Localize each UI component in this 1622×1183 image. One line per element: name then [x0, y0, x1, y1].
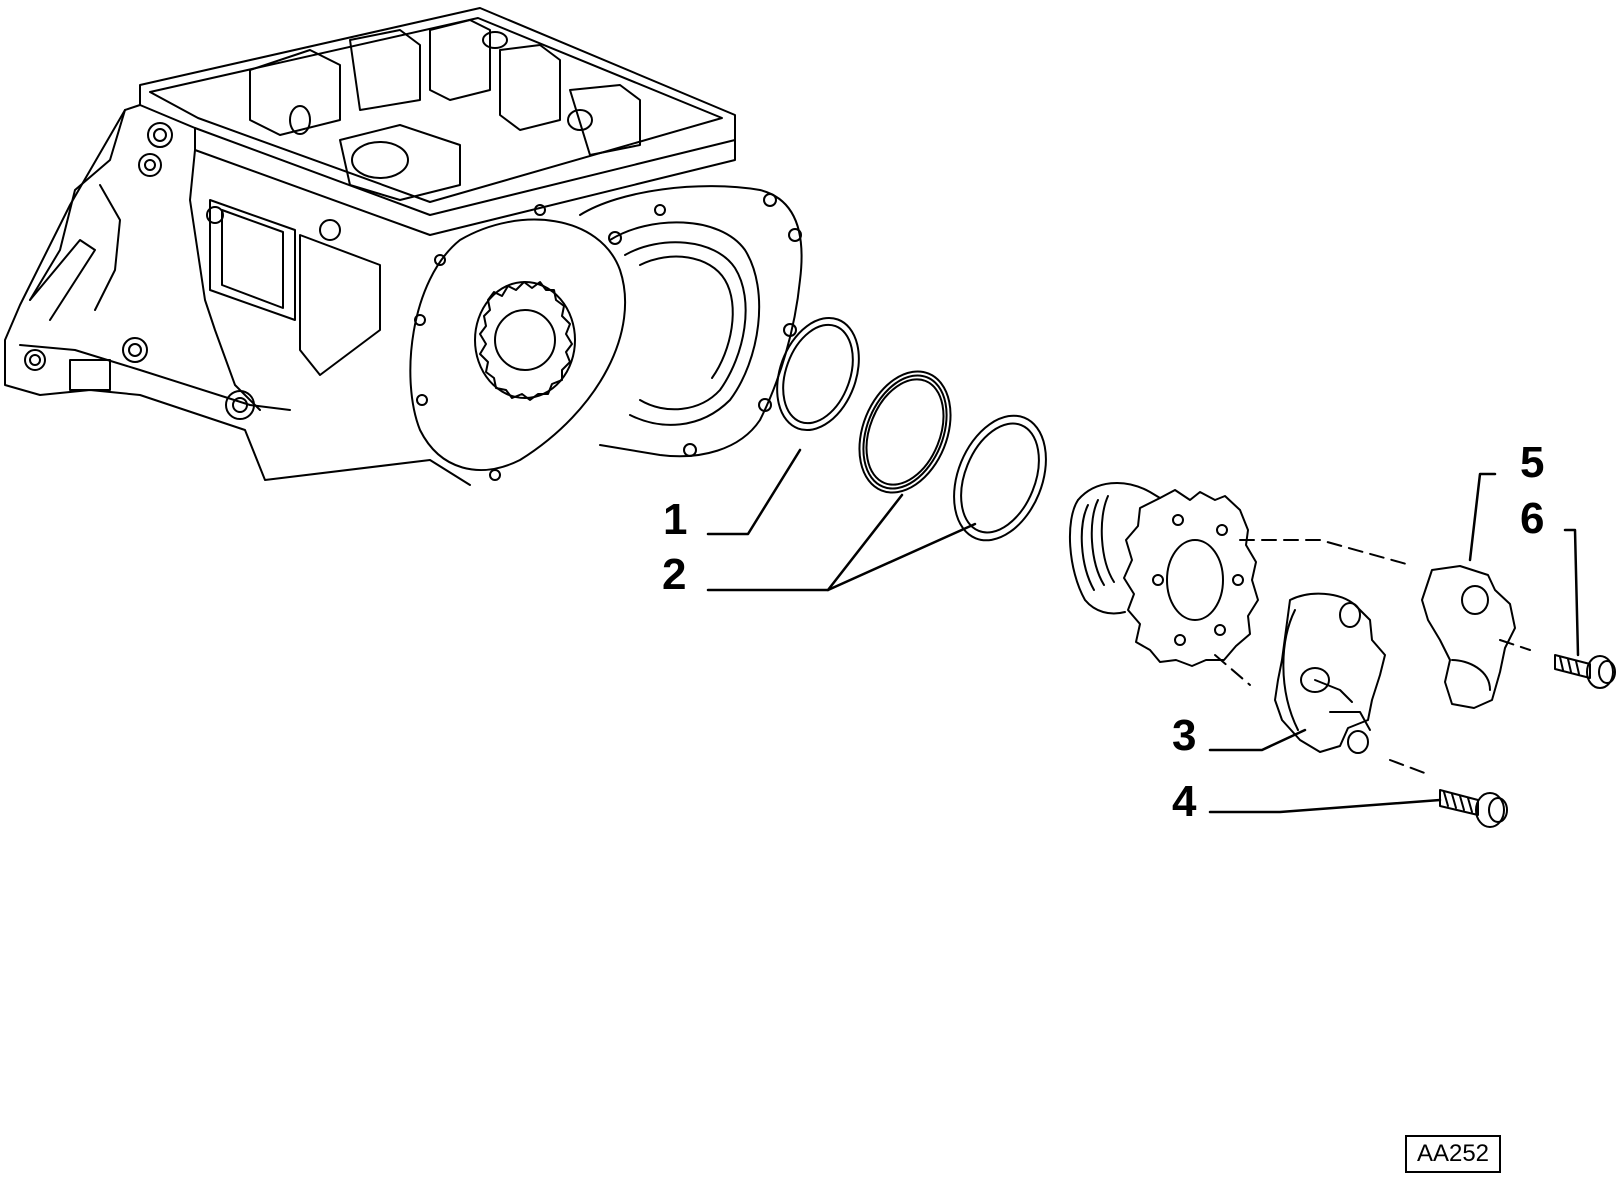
leader-lines	[706, 448, 1580, 814]
part-3-bearing-cap	[1274, 592, 1431, 776]
leader-2a	[706, 493, 904, 592]
leader-1	[706, 448, 802, 536]
part-5-bearing-cap	[1421, 565, 1531, 709]
callout-6: 6	[1520, 494, 1545, 543]
callout-1: 1	[663, 495, 688, 544]
part-4-bolt	[1439, 789, 1508, 828]
callout-5: 5	[1520, 438, 1545, 487]
callout-3: 3	[1172, 711, 1197, 760]
gearbox-housing	[4, 7, 803, 486]
part-1-o-ring	[776, 316, 860, 432]
leader-2b	[826, 522, 977, 592]
leader-3	[1208, 728, 1307, 752]
part-6-bolt	[1554, 654, 1616, 689]
differential-hub	[1069, 482, 1411, 686]
part-2-seal-rings	[858, 370, 1047, 542]
callout-2: 2	[662, 550, 687, 599]
leader-4	[1208, 798, 1442, 814]
callout-4: 4	[1172, 777, 1197, 826]
drawing-code-label: AA252	[1405, 1135, 1501, 1173]
leader-5	[1468, 472, 1497, 562]
leader-6	[1563, 528, 1580, 657]
